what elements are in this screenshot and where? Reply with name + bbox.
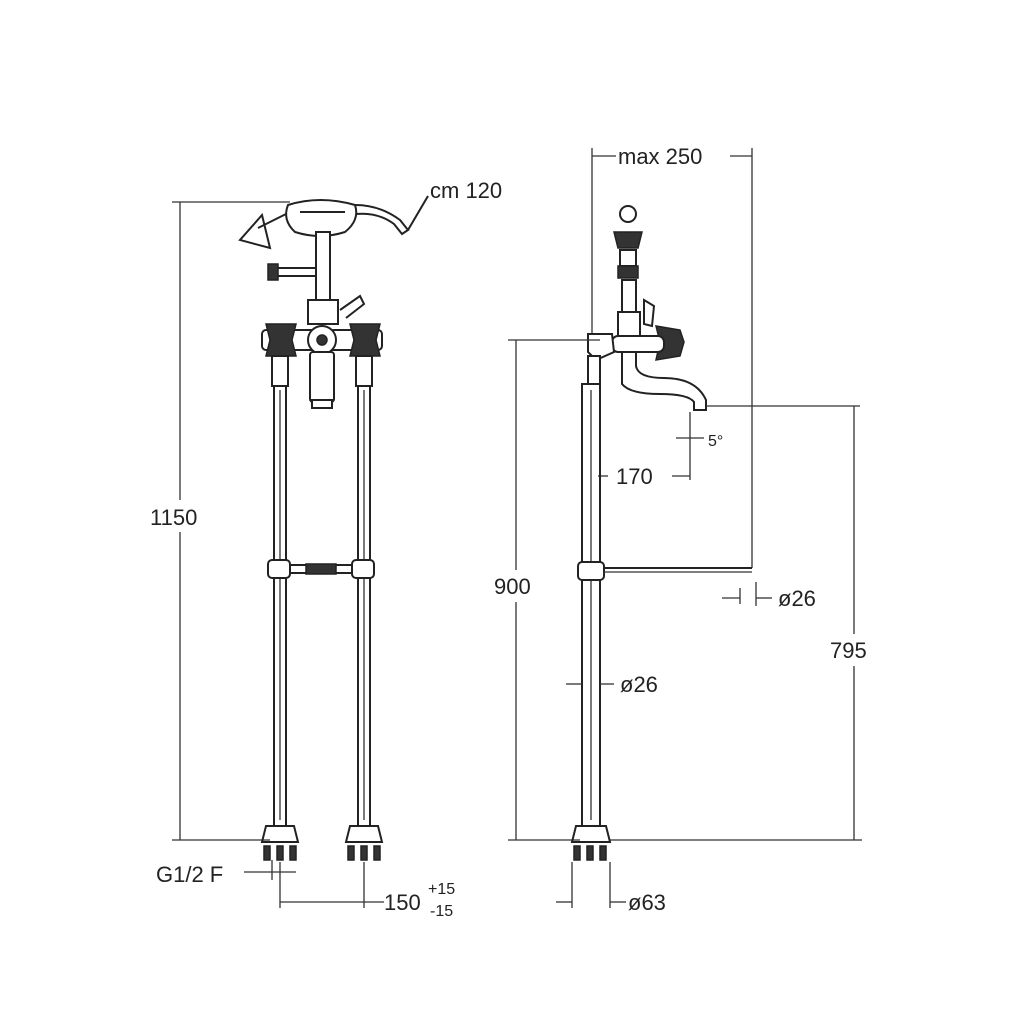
label-spout-height: 795 (830, 638, 867, 663)
label-connection-thread: G1/2 F (156, 862, 223, 887)
shower-holder (613, 205, 643, 313)
label-hose-length: cm 120 (430, 178, 502, 203)
label-height-total: 1150 (150, 505, 197, 530)
dimension-base-diameter: ø63 (556, 862, 666, 915)
dimension-max-reach: max 250 (591, 144, 753, 568)
hand-shower: cm 120 (238, 178, 502, 250)
side-floor-flange (570, 825, 612, 861)
side-pipe (577, 355, 605, 827)
right-floor-flange (344, 825, 384, 861)
label-base-diameter: ø63 (628, 890, 666, 915)
side-mixer-body (587, 298, 685, 362)
side-view: max 250 5° (490, 144, 882, 915)
label-tolerance-plus: +15 (428, 881, 455, 898)
dimension-spout-angle: 5° (676, 412, 723, 480)
cross-brace (289, 563, 353, 575)
dimension-height-total: 1150 (150, 201, 290, 841)
dimension-pipe-diameter: ø26 (566, 672, 658, 697)
spout (621, 351, 860, 411)
dimension-spout-projection: 170 (598, 464, 690, 489)
label-max-reach: max 250 (618, 144, 702, 169)
label-stand-height: 900 (494, 574, 531, 599)
dimension-center-distance: 150 +15 -15 (279, 862, 455, 920)
label-tolerance-minus: -15 (430, 903, 453, 920)
left-pipe (267, 355, 291, 827)
label-spout-angle: 5° (708, 433, 723, 450)
mixer-body (261, 323, 383, 409)
dimension-spout-height: 795 (610, 406, 882, 841)
dimension-stand-height: 900 (490, 339, 600, 841)
central-column (267, 231, 366, 325)
label-pipe-diameter: ø26 (620, 672, 658, 697)
front-view: 1150 cm 120 (150, 178, 502, 920)
right-pipe (351, 355, 375, 827)
left-floor-flange (260, 825, 300, 861)
label-support-diameter: ø26 (778, 586, 816, 611)
dimension-thread: G1/2 F (156, 860, 296, 887)
label-center-distance: 150 (384, 890, 421, 915)
support-arm: ø26 (604, 567, 816, 611)
label-spout-projection: 170 (616, 464, 653, 489)
